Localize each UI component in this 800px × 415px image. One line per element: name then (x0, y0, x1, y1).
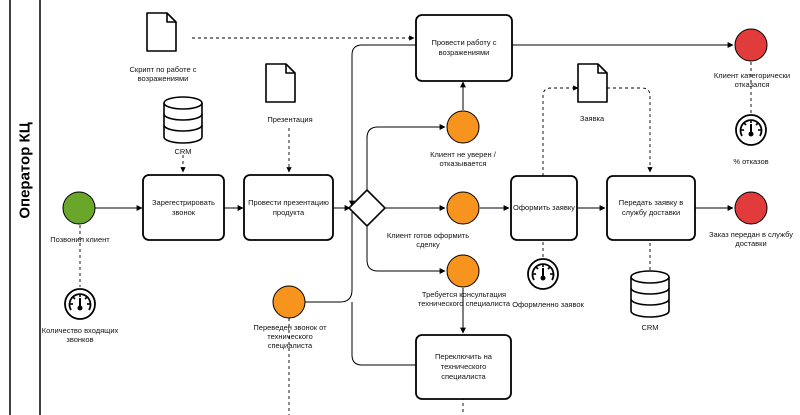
gauge-icon-incoming (64, 288, 96, 320)
task-register-label[interactable]: Зарегестрировать звонок (152, 197, 215, 217)
flow-objections-gateway (349, 44, 416, 207)
database-crm-left-label: CRM (174, 147, 192, 156)
document-presentation-label: Презентация (267, 115, 313, 124)
task-objections (415, 14, 513, 82)
task-presentation (243, 174, 334, 241)
metric-orders-label: Оформленно заявок (512, 300, 584, 309)
task-objections-label[interactable]: Провести работу с возражениями (431, 38, 497, 57)
end-event-refused (734, 28, 768, 62)
end-event-refused-label: Клиент категорически отказался (713, 71, 791, 89)
document-script-label: Скрипт по работе с возражениями (129, 65, 197, 83)
event-consult-label: Требуется консультация технического спец… (417, 290, 511, 308)
association-flows (79, 35, 752, 415)
event-not-sure-label: Клиент не уверен / отказывается (430, 150, 496, 168)
exclusive-gateway (347, 188, 387, 228)
assoc-order-application (542, 85, 579, 176)
event-ready-label: Клиент готов оформить сделку (386, 231, 470, 249)
database-crm-right-label: CRM (641, 323, 659, 332)
task-switch-label[interactable]: Переключить на технического специалиста (435, 352, 492, 381)
flow-transferred-gateway (305, 212, 353, 303)
document-icon-presentation (265, 63, 296, 103)
document-icon-script (146, 12, 177, 52)
lane-header: Оператор КЦ (10, 20, 40, 320)
gauge-icon-refusals (735, 114, 767, 146)
event-consult (446, 254, 480, 288)
document-application-label: Заявка (579, 114, 605, 123)
sequence-flows (95, 42, 734, 366)
task-switch (415, 334, 512, 400)
assoc-application-handover (607, 87, 653, 173)
task-handover (606, 175, 696, 241)
event-transferred-label: Переведен звонок от технического специал… (253, 323, 327, 350)
task-handover-label[interactable]: Передать заявку в службу доставки (618, 198, 684, 217)
end-event-delivered-label: Заказ передан в службу доставки (709, 230, 793, 248)
start-event (62, 191, 96, 225)
metric-refusals-label: % отказов (733, 157, 769, 166)
pool-frame (9, 0, 11, 415)
database-icon-crm-left (163, 96, 203, 144)
task-register (142, 174, 225, 241)
task-order (510, 175, 578, 241)
task-presentation-label[interactable]: Провести презентацию продукта (248, 197, 329, 217)
flow-gateway-consult (366, 224, 446, 274)
event-ready (446, 191, 480, 225)
event-not-sure (446, 110, 480, 144)
database-icon-crm-right (630, 270, 670, 318)
lane-title: Оператор КЦ (16, 121, 34, 219)
task-order-label[interactable]: Оформить заявку (513, 203, 575, 212)
metric-incoming-label: Количество входящих звонков (41, 326, 119, 344)
event-transferred (272, 285, 306, 319)
document-icon-application (577, 63, 608, 103)
flow-gateway-notsure (366, 124, 446, 192)
flow-switch-back (351, 302, 416, 366)
start-event-label: Позвонил клиент (50, 235, 110, 244)
gauge-icon-orders (527, 258, 559, 290)
end-event-delivered (734, 191, 768, 225)
